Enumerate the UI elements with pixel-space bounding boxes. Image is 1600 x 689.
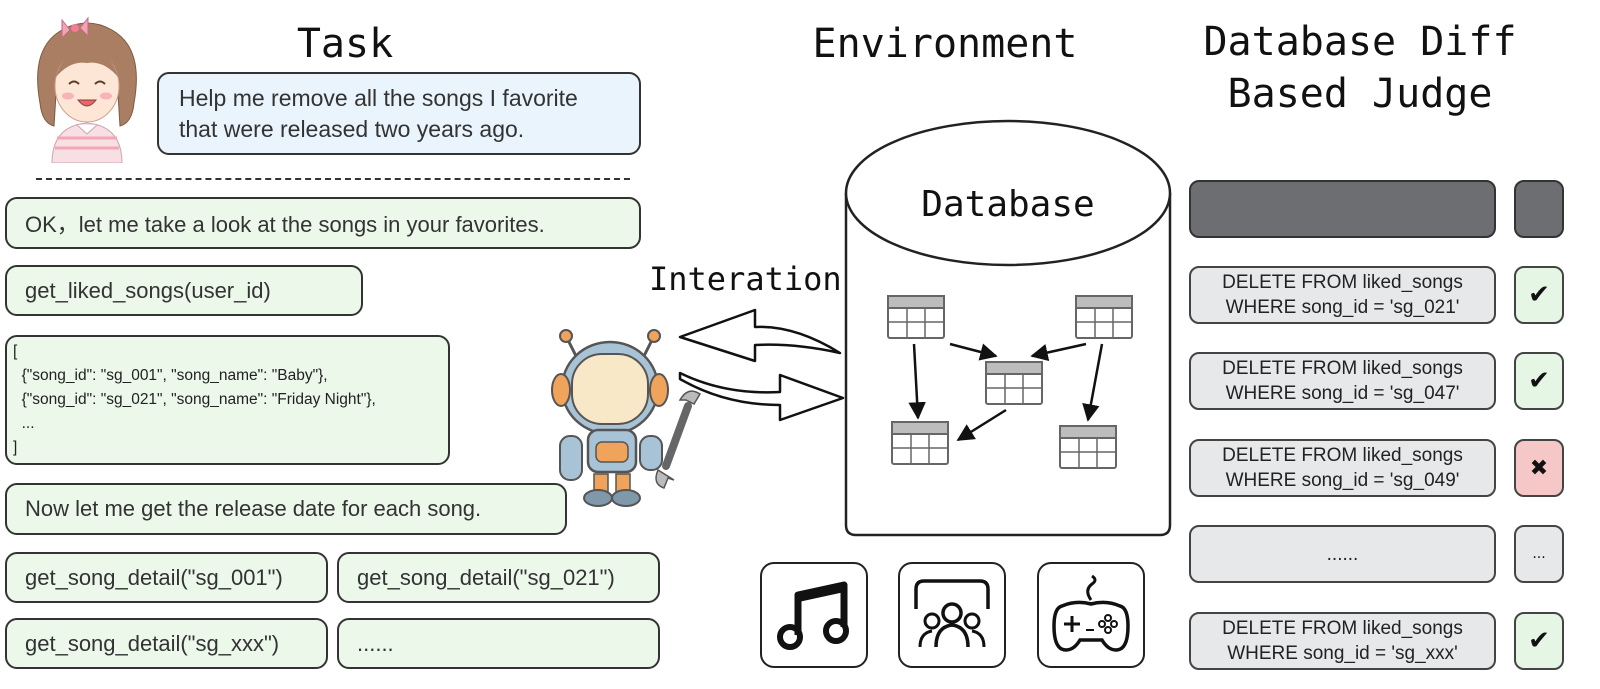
ellipsis-mark: ... [1514, 525, 1564, 583]
result-line: {"song_id": "sg_001", "song_name": "Baby… [13, 367, 328, 384]
sql-line: WHERE song_id = 'sg_049' [1225, 470, 1460, 491]
user-avatar [37, 16, 137, 163]
user-request-line1: Help me remove all the songs I favorite [179, 84, 578, 111]
db-table-icon [891, 421, 949, 465]
check-mark-icon: ✔ [1514, 612, 1564, 670]
result-line: ] [13, 439, 18, 456]
assistant-message-2: Now let me get the release date for each… [5, 483, 567, 535]
robot-agent-icon [551, 329, 702, 507]
sql-line: DELETE FROM liked_songs [1222, 272, 1463, 293]
judge-heading: Database Diff Based Judge [1190, 16, 1530, 120]
tool-call-song-detail-2: get_song_detail("sg_021") [337, 552, 660, 603]
tool-call-song-detail-3: get_song_detail("sg_xxx") [5, 618, 328, 669]
gamepad-icon [1052, 574, 1130, 652]
sql-line: ...... [1326, 543, 1359, 565]
group-users-icon [914, 579, 990, 648]
tool-result-block: [ {"song_id": "sg_001", "song_name": "Ba… [5, 335, 450, 465]
judge-heading-line1: Database Diff [1203, 19, 1517, 65]
judge-heading-line2: Based Judge [1227, 71, 1493, 117]
interaction-arrows: Interation [649, 260, 845, 422]
sql-line: DELETE FROM liked_songs [1222, 618, 1463, 639]
sql-diff-row: DELETE FROM liked_songs WHERE song_id = … [1189, 352, 1496, 410]
cross-mark-icon: ✖ [1514, 439, 1564, 497]
result-line: {"song_id": "sg_021", "song_name": "Frid… [13, 391, 376, 408]
db-table-icon [887, 295, 945, 339]
sql-diff-row: DELETE FROM liked_songs WHERE song_id = … [1189, 266, 1496, 324]
tool-call-ellipsis: ...... [337, 618, 660, 669]
judge-header-mark [1514, 180, 1564, 238]
database-schema [887, 295, 1133, 469]
sql-line: WHERE song_id = 'sg_047' [1225, 383, 1460, 404]
database-label: Database [921, 184, 1094, 225]
user-request-bubble: Help me remove all the songs I favorite … [157, 72, 641, 155]
environment-heading: Environment [812, 21, 1078, 67]
music-domain-tile [760, 562, 868, 668]
assistant-message-1: OK，let me take a look at the songs in yo… [5, 197, 641, 249]
tool-call-get-liked-songs: get_liked_songs(user_id) [5, 265, 363, 316]
db-table-icon [1059, 425, 1117, 469]
sql-diff-row: DELETE FROM liked_songs WHERE song_id = … [1189, 439, 1496, 497]
interaction-label: Interation [649, 260, 842, 298]
task-heading: Task [296, 21, 394, 67]
result-line: [ [13, 343, 18, 360]
social-domain-tile [898, 562, 1006, 668]
music-note-icon [777, 581, 849, 650]
result-line: ... [13, 415, 35, 432]
user-request-line2: that were released two years ago. [179, 115, 525, 142]
game-domain-tile [1037, 562, 1145, 668]
sql-diff-row-ellipsis: ...... [1189, 525, 1496, 583]
sql-diff-row: DELETE FROM liked_songs WHERE song_id = … [1189, 612, 1496, 670]
tool-call-song-detail-1: get_song_detail("sg_001") [5, 552, 328, 603]
db-table-icon [1075, 295, 1133, 339]
sql-line: DELETE FROM liked_songs [1222, 358, 1463, 379]
judge-header-bar [1189, 180, 1496, 238]
sql-line: DELETE FROM liked_songs [1222, 445, 1463, 466]
sql-line: WHERE song_id = 'sg_021' [1225, 297, 1460, 318]
db-table-icon [985, 361, 1043, 405]
check-mark-icon: ✔ [1514, 352, 1564, 410]
check-mark-icon: ✔ [1514, 266, 1564, 324]
dashed-divider [36, 178, 630, 180]
sql-line: WHERE song_id = 'sg_xxx' [1227, 643, 1458, 664]
